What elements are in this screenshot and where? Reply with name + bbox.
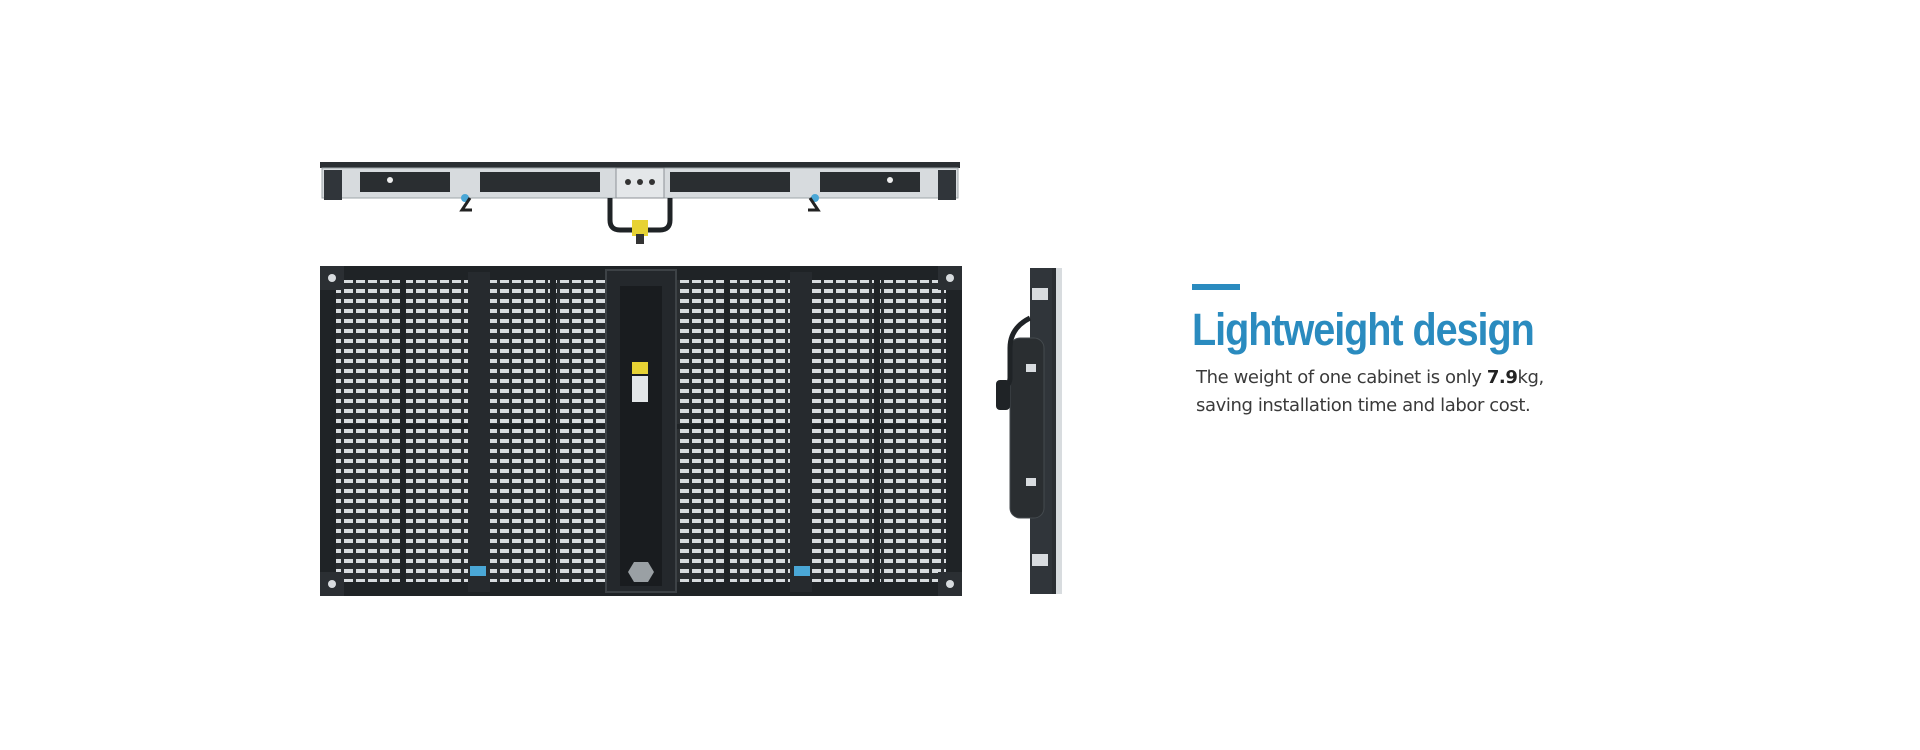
feature-title: Lightweight design <box>1192 304 1535 355</box>
cabinet-front-view-image <box>320 266 962 596</box>
cabinet-top-view-image <box>320 162 960 244</box>
feature-description: The weight of one cabinet is only 7.9kg,… <box>1196 364 1712 420</box>
cabinet-side-view-image <box>996 268 1062 594</box>
weight-value: 7.9 <box>1486 367 1518 388</box>
weight-unit: kg, <box>1517 367 1545 388</box>
desc-prefix: The weight of one cabinet is only <box>1196 367 1487 388</box>
desc-line-2: saving installation time and labor cost. <box>1196 395 1531 416</box>
feature-block: Lightweight design The weight of one cab… <box>1192 284 1712 420</box>
accent-bar <box>1192 284 1240 290</box>
